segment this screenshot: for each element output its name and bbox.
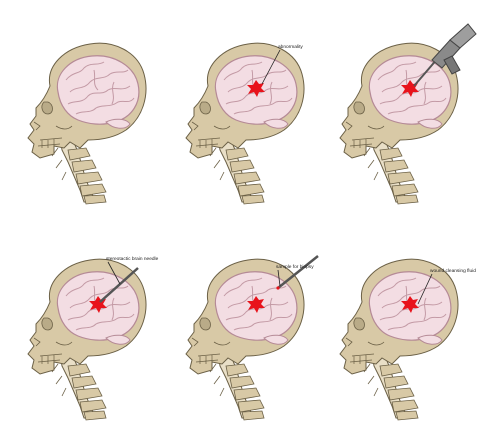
biopsy-needle [277,255,319,289]
leader-line [417,273,433,305]
annotation-label: wound cleansing fluid [430,268,476,274]
leader-line [107,261,121,285]
head-illustration [27,42,147,205]
annotation-label: abnormality [278,44,303,50]
drill-tool [413,23,477,87]
panel-3 [339,23,477,205]
leader-line [261,49,281,85]
panel-4: stereotactic brain needle [27,256,159,421]
panel-2: abnormality [185,42,305,205]
head-illustration [339,258,459,421]
panel-1 [27,42,147,205]
tissue-sample [276,286,280,290]
head-illustration [185,42,305,205]
panel-5: sample for biopsy [185,255,319,421]
leader-line [277,269,281,287]
biopsy-needle [99,267,139,303]
head-illustration [185,258,305,421]
head-illustration [27,258,147,421]
annotation-label: sample for biopsy [276,264,314,270]
head-illustration [339,42,459,205]
annotation-label: stereotactic brain needle [106,256,159,262]
panel-6: wound cleansing fluid [339,258,476,421]
